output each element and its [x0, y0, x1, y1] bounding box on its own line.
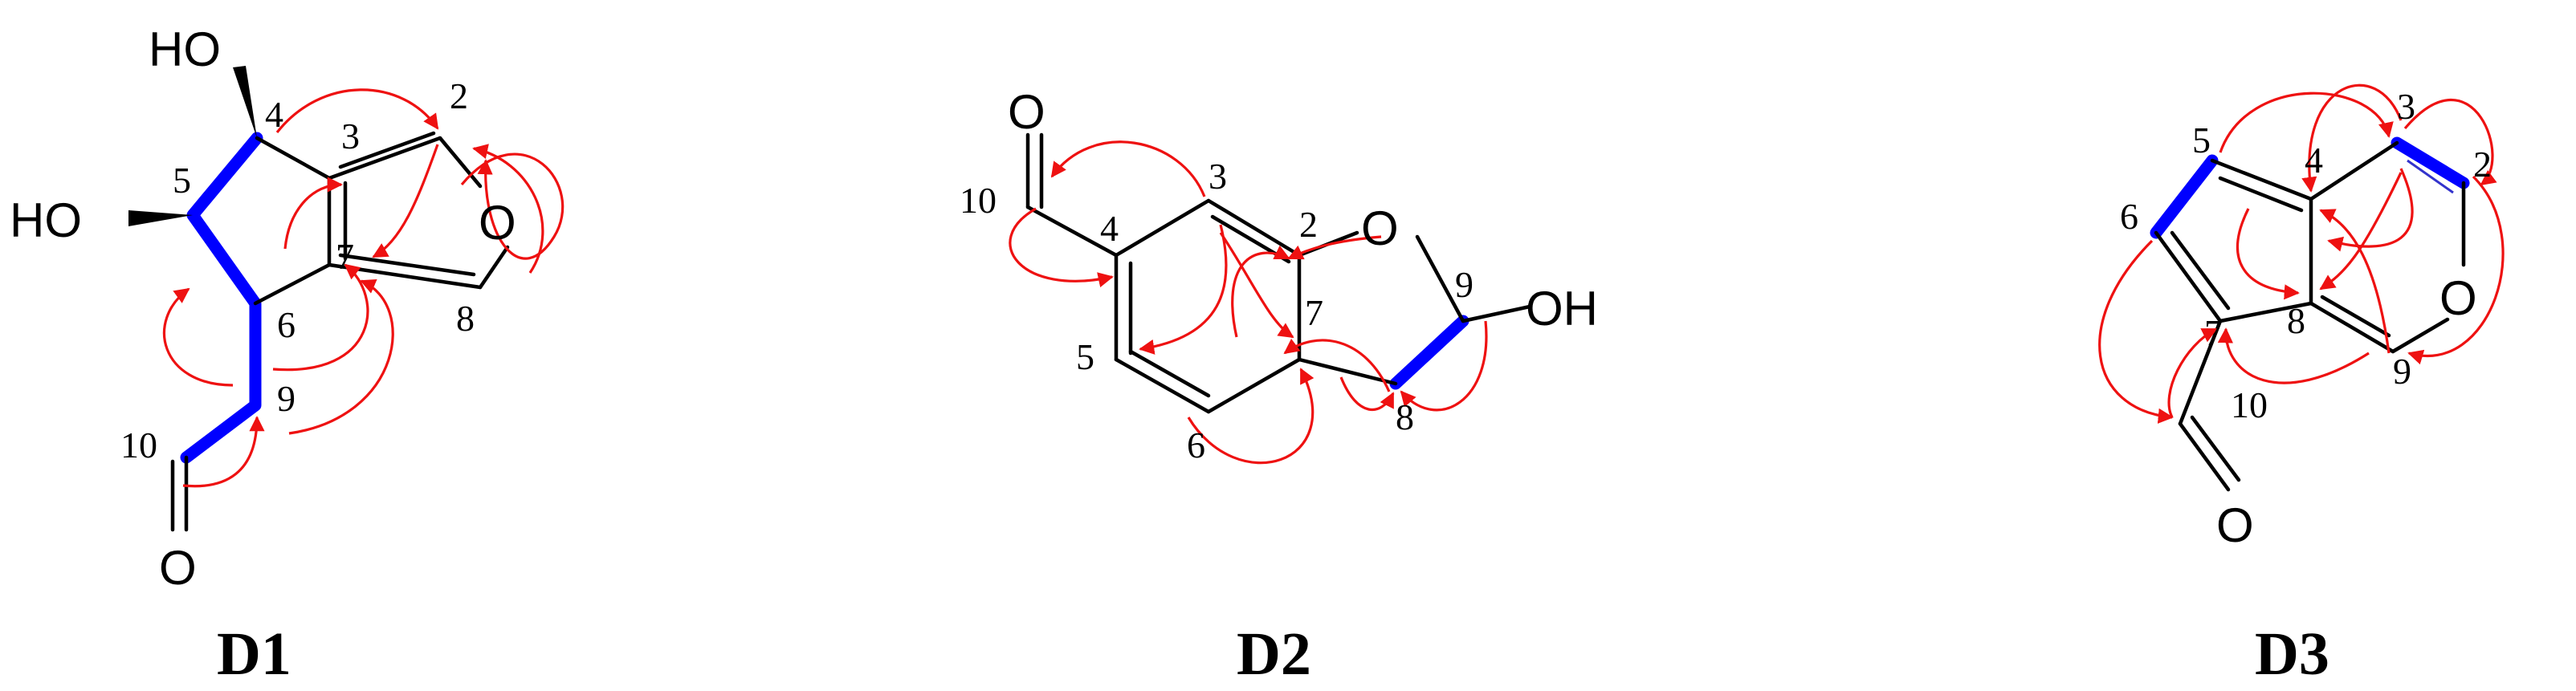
- d3-locant-7: 7: [2204, 312, 2223, 353]
- d1-oh-lower: HO: [10, 193, 82, 247]
- d1-locant-9: 9: [277, 378, 296, 419]
- d1-locants: 2 3 4 5 6 7 8 9 10: [120, 75, 475, 465]
- d1-hmbc-arrows: [162, 88, 565, 488]
- d3-aldehyde-oxygen: O: [2216, 498, 2254, 552]
- d1-locant-10: 10: [120, 425, 157, 465]
- d1-locant-4: 4: [265, 94, 283, 135]
- d2-locant-7: 7: [1305, 292, 1323, 333]
- d3-locant-8: 8: [2287, 300, 2305, 341]
- d3-cosy-bond-5-6: [2150, 154, 2219, 239]
- compound-d1: HO HO O O 2 3 4 5 6 7 8 9 10 D1: [10, 22, 565, 688]
- d2-locant-10: 10: [960, 180, 997, 221]
- d1-locant-5: 5: [173, 160, 191, 201]
- d3-ring-oxygen: O: [2439, 271, 2477, 325]
- d1-skeleton: [128, 66, 510, 532]
- d3-hmbc-arrows: [2098, 83, 2505, 424]
- d2-hmbc-arrows: [1009, 140, 1488, 465]
- d1-label: D1: [217, 620, 291, 688]
- d1-locant-3: 3: [341, 116, 360, 156]
- d2-locant-3: 3: [1209, 156, 1227, 197]
- d2-locant-2: 2: [1299, 204, 1318, 245]
- compound-d3: O O 2 3 4 5 6 7 8 9 10 D3: [2098, 83, 2505, 688]
- d2-locant-8: 8: [1396, 396, 1414, 437]
- d2-locant-9: 9: [1455, 264, 1473, 305]
- d1-cosy-chain: [180, 132, 263, 464]
- d2-ring-oxygen: O: [1361, 201, 1399, 255]
- d2-locant-4: 4: [1100, 208, 1119, 249]
- d3-locant-4: 4: [2305, 140, 2323, 181]
- d1-oh-upper: HO: [149, 22, 221, 76]
- d3-locant-5: 5: [2192, 120, 2211, 161]
- d3-label: D3: [2255, 620, 2329, 688]
- d2-locants: 2 3 4 5 6 7 8 9 10: [960, 156, 1473, 465]
- d1-locant-8: 8: [456, 298, 475, 339]
- compound-d2: O O OH 2 3 4 5 6 7 8 9 10 D2: [960, 85, 1598, 688]
- d3-locant-3: 3: [2397, 86, 2415, 127]
- d1-locant-7: 7: [336, 236, 354, 277]
- d3-locant-10: 10: [2231, 384, 2268, 425]
- d1-locant-6: 6: [277, 304, 296, 345]
- d2-cosy-bond: [1389, 315, 1469, 390]
- d2-hydroxyl: OH: [1526, 282, 1598, 335]
- d3-locant-2: 2: [2473, 144, 2492, 185]
- d3-locants: 2 3 4 5 6 7 8 9 10: [2120, 86, 2492, 425]
- d2-aldehyde-oxygen: O: [1008, 85, 1045, 139]
- d3-skeleton: [2154, 140, 2466, 492]
- d2-locant-6: 6: [1187, 425, 1205, 465]
- d2-label: D2: [1237, 620, 1311, 688]
- d2-locant-5: 5: [1076, 336, 1094, 377]
- d3-cosy-bond-2-3: [2391, 136, 2470, 189]
- d3-locant-9: 9: [2393, 351, 2411, 392]
- d1-aldehyde-oxygen: O: [159, 541, 197, 595]
- d1-ring-oxygen: O: [479, 196, 516, 250]
- d1-locant-2: 2: [450, 75, 468, 116]
- d3-locant-6: 6: [2120, 196, 2138, 237]
